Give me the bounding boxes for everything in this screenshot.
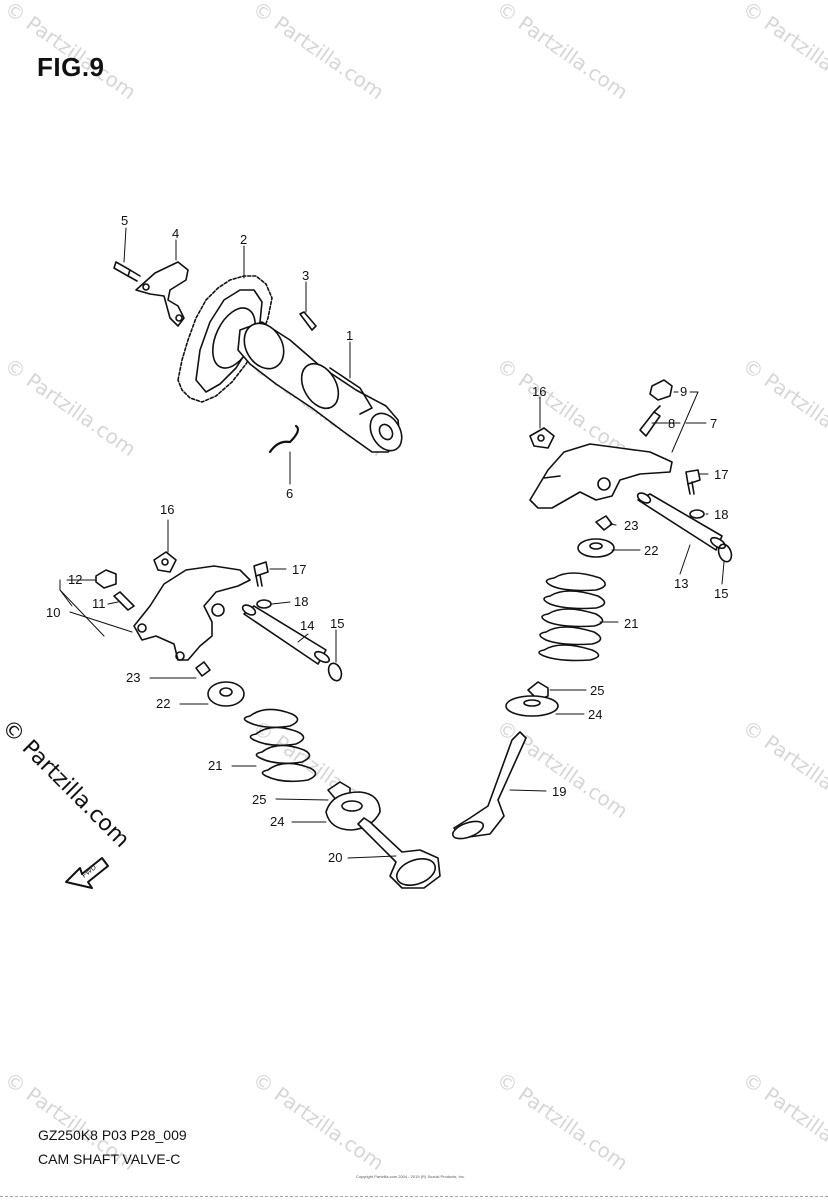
callout-15-right: 15: [714, 586, 728, 601]
callout-24-right: 24: [588, 707, 602, 722]
callout-21-right: 21: [624, 616, 638, 631]
callout-10: 10: [46, 605, 60, 620]
plate-4: [135, 261, 189, 327]
oring-15-left: [327, 662, 343, 682]
callout-17-left: 17: [292, 562, 306, 577]
callout-4: 4: [172, 226, 179, 241]
callout-9: 9: [680, 384, 687, 399]
screw-8: [639, 405, 661, 437]
rocker-shaft-13: [636, 492, 727, 551]
nut-9: [649, 379, 673, 401]
callout-19: 19: [552, 784, 566, 799]
washer-18-right: [689, 509, 705, 519]
cotter-23-left: [195, 661, 211, 677]
retainer-24-right: [505, 695, 559, 717]
callout-18-right: 18: [714, 507, 728, 522]
pin-3: [299, 311, 317, 331]
callout-6: 6: [286, 486, 293, 501]
seat-22-left: [207, 681, 245, 707]
nut-12: [95, 569, 117, 589]
valve-19: [451, 731, 527, 840]
spring-21-left: [243, 708, 317, 783]
callout-21-left: 21: [208, 758, 222, 773]
valve-20: [357, 817, 441, 889]
screw-11: [113, 591, 135, 611]
bottom-divider: [0, 1196, 828, 1197]
callout-12: 12: [68, 572, 82, 587]
callout-16-right: 16: [532, 384, 546, 399]
callout-5: 5: [121, 213, 128, 228]
rocker-arm-7: [529, 443, 673, 509]
washer-16-right: [529, 427, 555, 449]
copyright-text: Copyright Partzilla.com 2004 - 2019 (R) …: [356, 1174, 465, 1179]
callout-2: 2: [240, 232, 247, 247]
callout-13: 13: [674, 576, 688, 591]
callout-7: 7: [710, 416, 717, 431]
callouts: 1 2 3 4 5 6 7 8 9 10 11 12 13 14 15 15 1…: [46, 213, 728, 880]
washer-16-left: [153, 551, 177, 573]
callout-1: 1: [346, 328, 353, 343]
callout-8: 8: [668, 416, 675, 431]
bolt-5: [113, 261, 141, 282]
seat-22-right: [577, 538, 615, 558]
bolt-17-right: [685, 469, 701, 495]
oring-15-right: [717, 543, 733, 563]
leader-lines: [59, 227, 725, 859]
callout-3: 3: [302, 268, 309, 283]
callout-20: 20: [328, 850, 342, 865]
callout-25-left: 25: [252, 792, 266, 807]
callout-17-right: 17: [714, 467, 728, 482]
callout-14: 14: [300, 618, 314, 633]
rocker-arm-10: [133, 565, 251, 661]
clip-6: [268, 424, 300, 454]
washer-18-left: [256, 599, 272, 609]
bolt-17-left: [253, 561, 269, 587]
rocker-shaft-14: [241, 604, 331, 665]
diagram-code: GZ250K8 P03 P28_009: [38, 1127, 187, 1143]
callout-23-right: 23: [624, 518, 638, 533]
callout-23-left: 23: [126, 670, 140, 685]
spring-21-right: [538, 572, 606, 662]
diagram-name: CAM SHAFT VALVE-C: [38, 1151, 181, 1167]
camshaft-1: [237, 321, 403, 453]
callout-24-left: 24: [270, 814, 284, 829]
figure-title: FIG.9: [37, 52, 105, 82]
callout-22-left: 22: [156, 696, 170, 711]
fwd-arrow-icon: [65, 857, 109, 889]
callout-11: 11: [92, 596, 106, 611]
callout-22-right: 22: [644, 543, 658, 558]
callout-25-right: 25: [590, 683, 604, 698]
cotter-23-right: [595, 515, 613, 531]
callout-18-left: 18: [294, 594, 308, 609]
callout-16-left: 16: [160, 502, 174, 517]
callout-15-left: 15: [330, 616, 344, 631]
